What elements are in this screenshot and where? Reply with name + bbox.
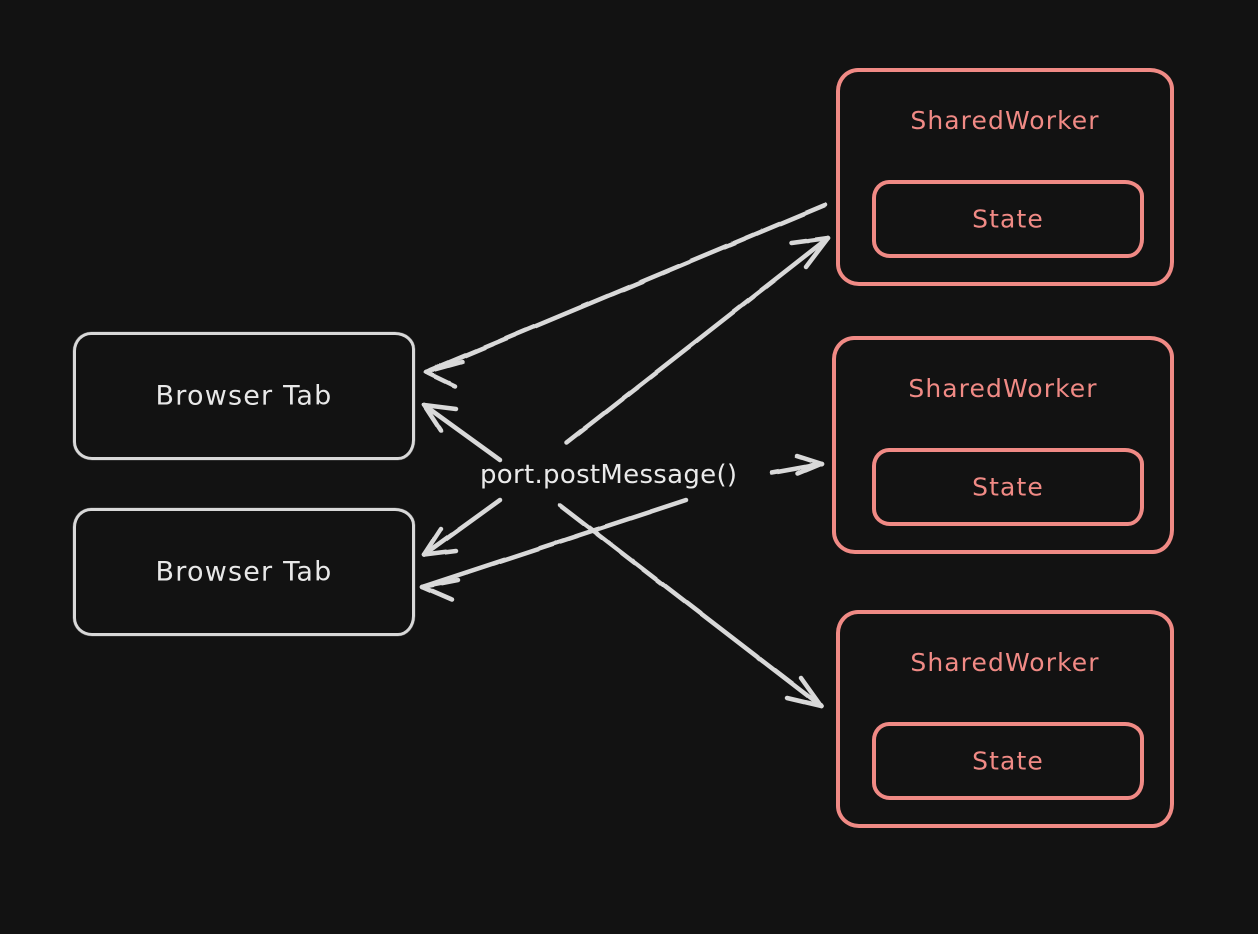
shared-worker-1-state-label: State xyxy=(972,204,1044,234)
shared-worker-2-title: SharedWorker xyxy=(908,374,1098,403)
shared-worker-2-state[interactable]: State xyxy=(872,448,1144,526)
edge-hub-to-worker3 xyxy=(557,502,824,709)
edge-hub-to-tab1 xyxy=(421,402,503,463)
shared-worker-3-title: SharedWorker xyxy=(910,648,1100,677)
shared-worker-1[interactable]: SharedWorker State xyxy=(836,68,1174,286)
shared-worker-2-state-label: State xyxy=(972,472,1044,502)
edge-hub-to-worker2 xyxy=(769,453,825,477)
shared-worker-1-title: SharedWorker xyxy=(910,106,1100,135)
edge-worker2-to-tab2 xyxy=(419,497,689,603)
browser-tab-2-label: Browser Tab xyxy=(155,556,333,588)
shared-worker-3[interactable]: SharedWorker State xyxy=(836,610,1174,828)
shared-worker-2[interactable]: SharedWorker State xyxy=(832,336,1174,554)
browser-tab-2[interactable]: Browser Tab xyxy=(73,508,415,636)
edge-worker1-to-tab1 xyxy=(423,202,828,389)
shared-worker-3-state-label: State xyxy=(972,746,1044,776)
browser-tab-1-label: Browser Tab xyxy=(155,380,333,412)
port-post-message-label: port.postMessage() xyxy=(480,460,738,490)
edge-hub-to-worker1 xyxy=(563,235,831,446)
edge-hub-to-tab2 xyxy=(421,497,503,558)
shared-worker-1-state[interactable]: State xyxy=(872,180,1144,258)
shared-worker-3-state[interactable]: State xyxy=(872,722,1144,800)
browser-tab-1[interactable]: Browser Tab xyxy=(73,332,415,460)
